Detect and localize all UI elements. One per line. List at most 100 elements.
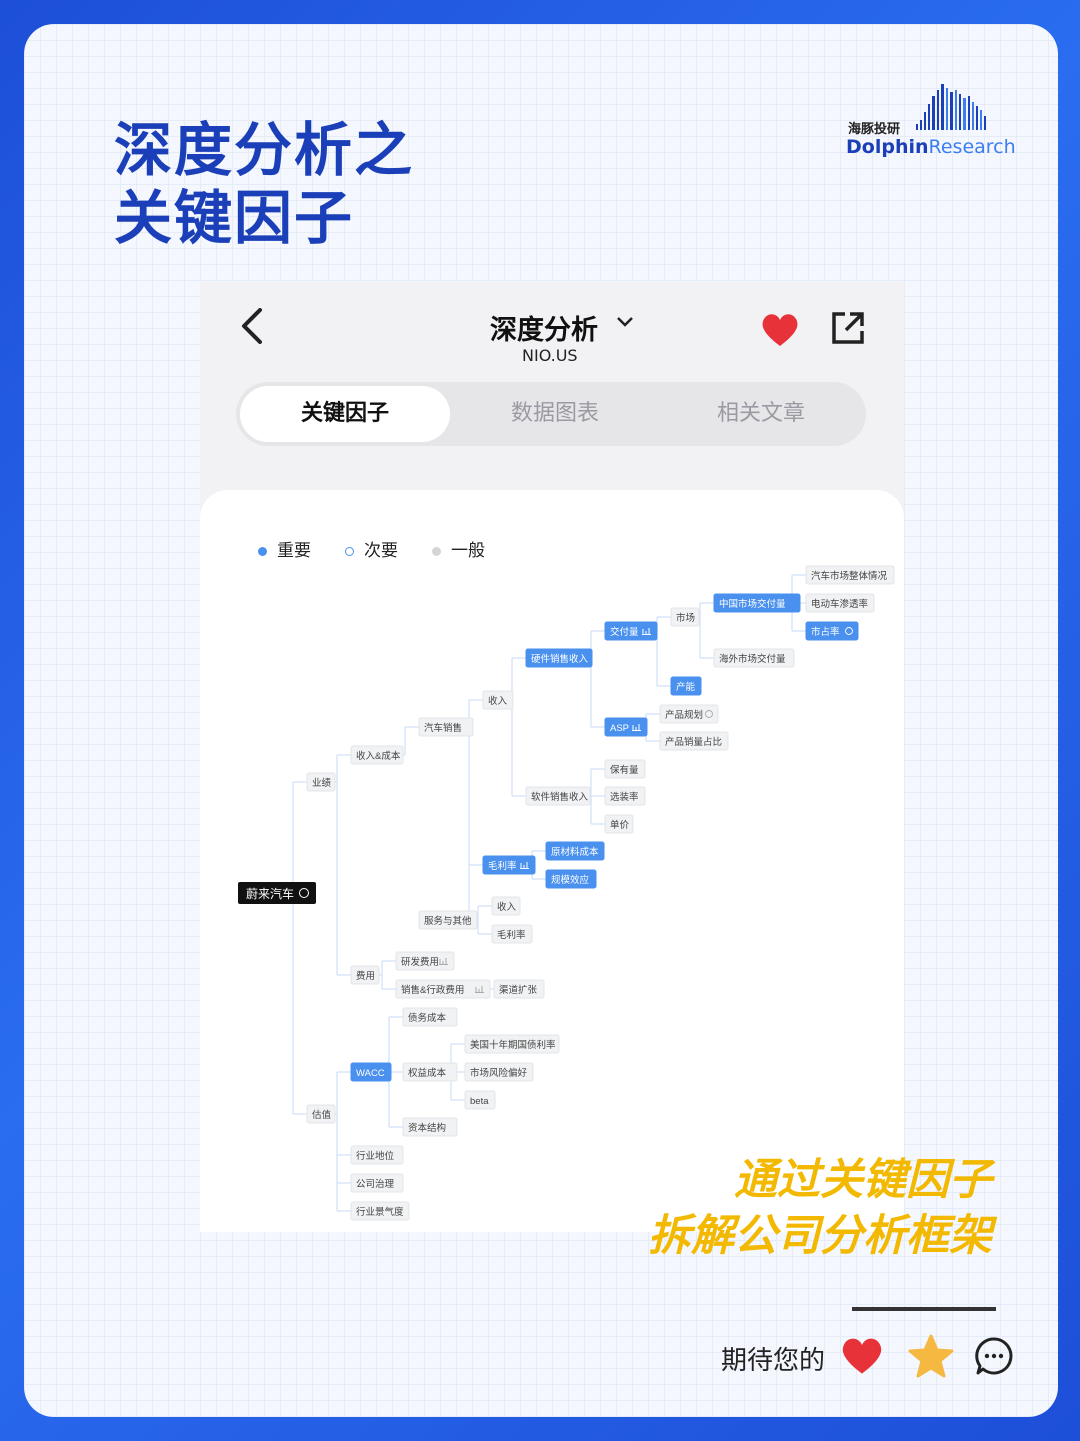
mindmap-node[interactable]: 行业地位 bbox=[350, 1145, 404, 1165]
poster-headline: 深度分析之 关键因子 bbox=[114, 116, 414, 252]
heart-icon[interactable] bbox=[760, 312, 800, 348]
page-title[interactable]: 深度分析 bbox=[490, 315, 598, 346]
mindmap-node[interactable]: 估值 bbox=[306, 1104, 336, 1124]
mindmap-node[interactable]: 美国十年期国债利率 bbox=[464, 1034, 560, 1054]
legend-secondary: 次要 bbox=[345, 536, 398, 561]
mindmap-node-label: 美国十年期国债利率 bbox=[470, 1039, 556, 1051]
mindmap-node-label: 收入&成本 bbox=[356, 750, 401, 762]
mindmap-node[interactable]: 权益成本 bbox=[402, 1062, 458, 1082]
mindmap-node[interactable]: 费用 bbox=[350, 965, 380, 985]
mindmap-node[interactable]: 毛利率 bbox=[482, 855, 536, 875]
tab-data-charts[interactable]: 数据图表 bbox=[510, 401, 599, 426]
mindmap-node[interactable]: 交付量 bbox=[604, 621, 658, 641]
caret-down-icon[interactable] bbox=[616, 316, 634, 328]
mindmap-node[interactable]: 产品销量占比 bbox=[659, 731, 729, 751]
mindmap-node-label: ASP bbox=[610, 723, 629, 734]
caption: 通过关键因子 拆解公司分析框架 bbox=[648, 1152, 992, 1264]
info-icon[interactable] bbox=[845, 627, 853, 635]
mindmap-node[interactable]: 行业景气度 bbox=[350, 1201, 410, 1221]
mindmap-node[interactable]: 硬件销售收入 bbox=[525, 648, 593, 668]
mindmap-root-node[interactable]: 蔚来汽车 bbox=[238, 882, 316, 904]
tab-bar: 关键因子 数据图表 相关文章 bbox=[236, 382, 866, 446]
mindmap-node-label: 电动车渗透率 bbox=[811, 598, 869, 610]
mindmap-node-label: 产品销量占比 bbox=[665, 736, 722, 748]
like-heart-icon[interactable] bbox=[840, 1336, 884, 1376]
info-icon[interactable] bbox=[705, 710, 713, 718]
mindmap-node[interactable]: 汽车市场整体情况 bbox=[805, 565, 895, 585]
mindmap-node-label: 费用 bbox=[356, 970, 375, 982]
legend-secondary-label: 次要 bbox=[364, 541, 398, 561]
dolphin-research-logo: 海豚投研 DolphinResearch bbox=[844, 82, 1016, 162]
mindmap-edges bbox=[292, 574, 806, 1212]
mindmap-node[interactable]: 研发费用 bbox=[395, 951, 455, 971]
mindmap-node-label: 公司治理 bbox=[356, 1178, 395, 1190]
mindmap-node-label: 市占率 bbox=[811, 626, 840, 638]
mindmap-node[interactable]: 毛利率 bbox=[491, 924, 533, 944]
caption-line-2: 拆解公司分析框架 bbox=[648, 1211, 992, 1261]
mindmap-node-label: 收入 bbox=[488, 695, 508, 707]
mindmap-node[interactable]: 渠道扩张 bbox=[493, 979, 545, 999]
mindmap-node[interactable]: 资本结构 bbox=[402, 1117, 458, 1137]
mindmap-node[interactable]: 公司治理 bbox=[350, 1173, 404, 1193]
chart-icon[interactable] bbox=[439, 958, 448, 965]
mindmap-node[interactable]: 销售&行政费用 bbox=[395, 979, 491, 999]
mindmap-node[interactable]: 选装率 bbox=[604, 786, 646, 806]
mindmap-node-label: 中国市场交付量 bbox=[719, 598, 786, 610]
tab-key-factors[interactable]: 关键因子 bbox=[240, 386, 450, 442]
mindmap-node-label: 行业地位 bbox=[356, 1150, 395, 1162]
chart-icon[interactable] bbox=[475, 986, 484, 993]
mindmap-node[interactable]: 中国市场交付量 bbox=[713, 593, 801, 613]
mindmap-node[interactable]: 规模效应 bbox=[545, 869, 597, 889]
info-icon[interactable] bbox=[299, 888, 309, 898]
poster-card: 深度分析之 关键因子 海豚投研 DolphinResearch bbox=[24, 24, 1058, 1417]
ticker-label: NIO.US bbox=[522, 346, 578, 365]
mindmap-node[interactable]: WACC bbox=[350, 1062, 392, 1082]
mindmap-node[interactable]: 单价 bbox=[604, 814, 634, 834]
mindmap-node-label: 债务成本 bbox=[408, 1012, 447, 1024]
mindmap-node[interactable]: 市场 bbox=[670, 607, 700, 627]
mindmap-node[interactable]: 软件销售收入 bbox=[525, 786, 591, 806]
mindmap-node[interactable]: beta bbox=[464, 1090, 496, 1110]
mindmap-node[interactable]: ASP bbox=[604, 717, 648, 737]
mindmap-node[interactable]: 汽车销售 bbox=[418, 717, 474, 737]
chart-icon[interactable] bbox=[642, 628, 651, 635]
mindmap-node-label: 市场风险偏好 bbox=[470, 1067, 528, 1079]
logo-bars-icon bbox=[916, 84, 986, 130]
chart-icon[interactable] bbox=[632, 724, 641, 731]
mindmap-node[interactable]: 产品规划 bbox=[659, 704, 719, 724]
mindmap-node-label: 选装率 bbox=[610, 791, 639, 803]
mindmap-node[interactable]: 债务成本 bbox=[402, 1007, 458, 1027]
mindmap-node-label: 原材料成本 bbox=[551, 846, 599, 858]
star-icon[interactable] bbox=[908, 1334, 954, 1378]
mindmap-node[interactable]: 市占率 bbox=[805, 621, 859, 641]
mindmap-node[interactable]: 原材料成本 bbox=[545, 841, 605, 861]
tab-related-articles[interactable]: 相关文章 bbox=[716, 401, 805, 426]
mindmap-node[interactable]: 收入 bbox=[482, 690, 514, 710]
mindmap-node-label: 服务与其他 bbox=[424, 915, 472, 927]
mindmap-node-label: 市场 bbox=[676, 612, 695, 624]
back-icon[interactable] bbox=[240, 308, 264, 352]
mindmap-node[interactable]: 收入 bbox=[491, 896, 521, 916]
mindmap-node-label: 硬件销售收入 bbox=[531, 653, 589, 665]
logo-dolphin-text: Dolphin bbox=[846, 136, 929, 158]
mindmap-node-label: 行业景气度 bbox=[356, 1206, 404, 1218]
mindmap-node[interactable]: 业绩 bbox=[306, 772, 336, 792]
footer-text: 期待您的 bbox=[721, 1346, 826, 1376]
mindmap-node[interactable]: 保有量 bbox=[604, 759, 646, 779]
share-icon[interactable] bbox=[830, 310, 866, 346]
mindmap-node[interactable]: 收入&成本 bbox=[350, 745, 404, 765]
mindmap-node-label: 权益成本 bbox=[408, 1067, 447, 1079]
legend-general-label: 一般 bbox=[451, 541, 485, 561]
chart-icon[interactable] bbox=[520, 862, 529, 869]
legend-important: 重要 bbox=[258, 536, 311, 561]
mindmap-node[interactable]: 市场风险偏好 bbox=[464, 1062, 534, 1082]
mindmap-node[interactable]: 电动车渗透率 bbox=[805, 593, 875, 613]
mindmap-node[interactable]: 服务与其他 bbox=[418, 910, 478, 930]
mindmap-node-label: 交付量 bbox=[610, 626, 639, 638]
mindmap-node-label: 渠道扩张 bbox=[499, 984, 538, 996]
mindmap-node[interactable]: 海外市场交付量 bbox=[713, 648, 795, 668]
comment-icon[interactable] bbox=[974, 1336, 1014, 1376]
mindmap-node[interactable]: 产能 bbox=[670, 676, 702, 696]
